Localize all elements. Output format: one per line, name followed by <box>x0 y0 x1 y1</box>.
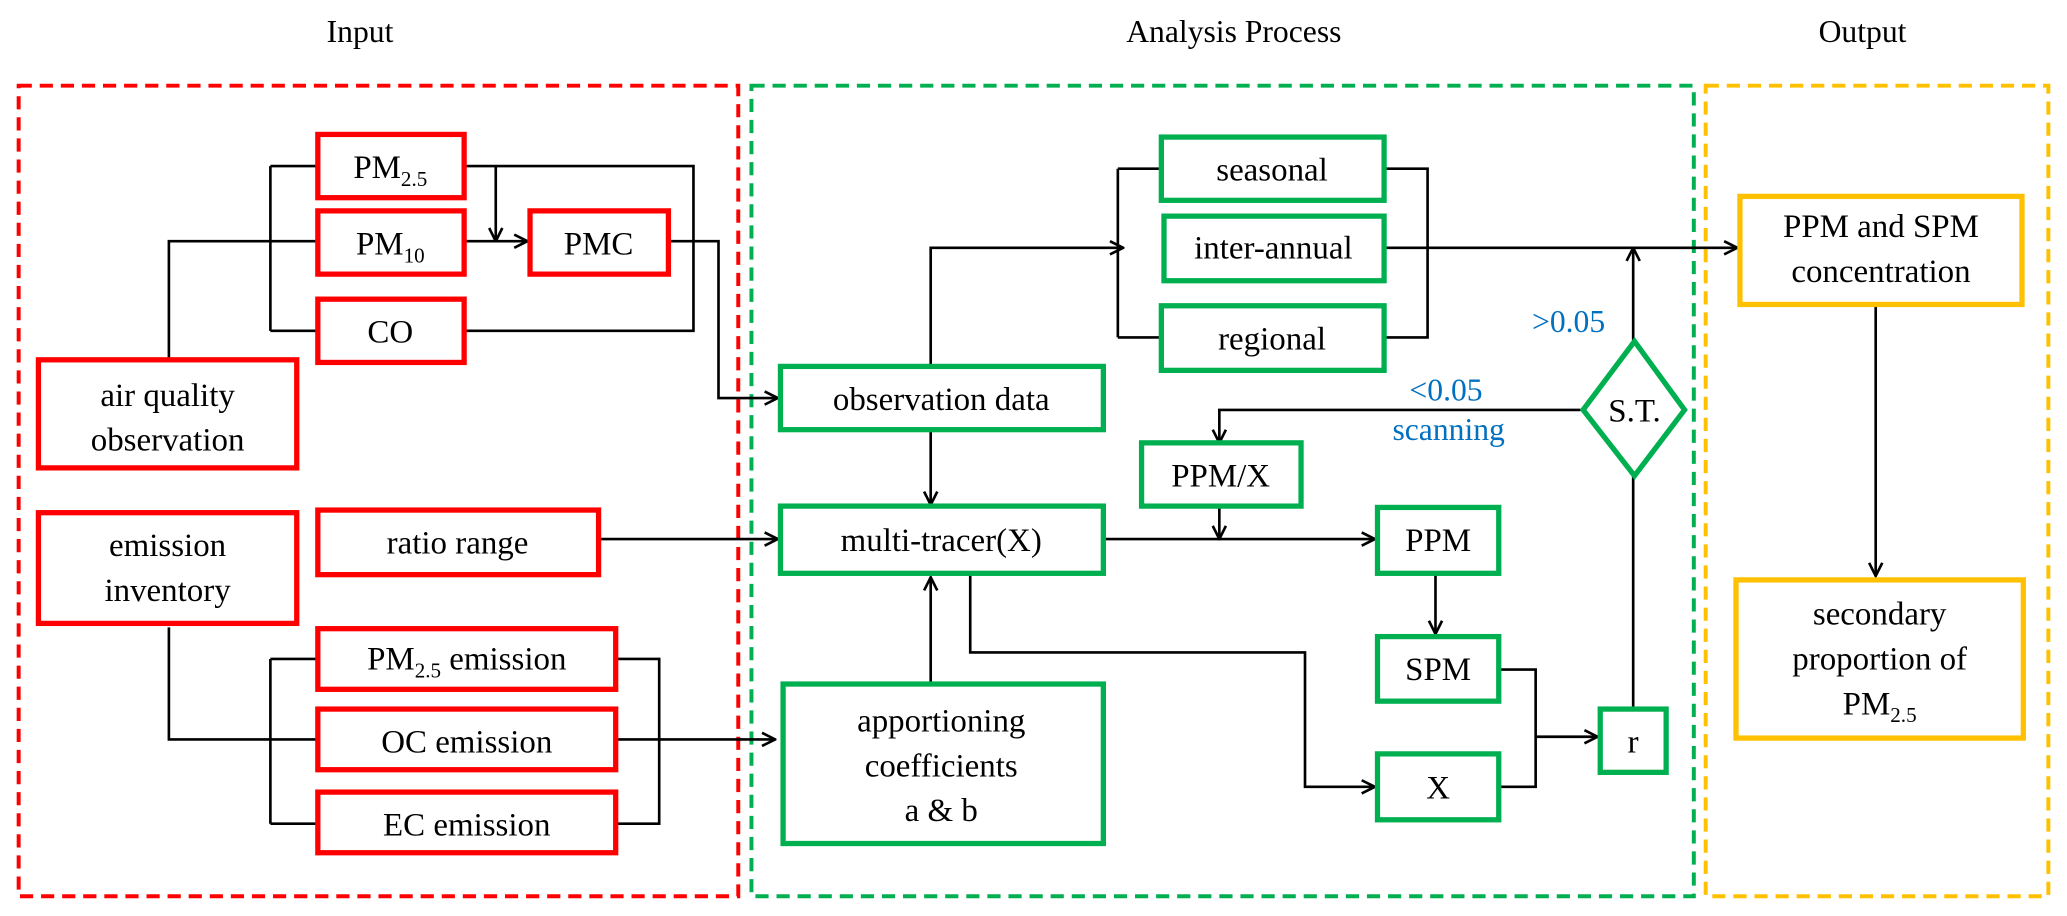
svg-text:PM2.5 emission: PM2.5 emission <box>367 642 566 683</box>
box-oc-emission[interactable]: OC emission <box>315 706 619 773</box>
section-title-input: Input <box>327 14 394 49</box>
analysis-connectors <box>931 167 1738 787</box>
box-ppm-x[interactable]: PPM/X <box>1138 440 1304 509</box>
input-connectors <box>167 164 778 826</box>
svg-text:ratio range: ratio range <box>387 526 529 562</box>
svg-text:PPM: PPM <box>1405 523 1471 559</box>
box-pm25-emission[interactable]: PM2.5 emission <box>315 626 619 692</box>
box-observation-data[interactable]: observation data <box>777 363 1106 433</box>
box-air-quality-observation[interactable]: air quality observation <box>35 357 300 471</box>
svg-text:PM10: PM10 <box>356 226 425 267</box>
box-inter-annual[interactable]: inter-annual <box>1161 213 1387 284</box>
svg-text:PPM/X: PPM/X <box>1171 458 1270 494</box>
box-multi-tracer[interactable]: multi-tracer(X) <box>777 503 1106 576</box>
svg-text:r: r <box>1628 725 1639 761</box>
svg-text:air quality: air quality <box>100 378 235 414</box>
svg-text:observation: observation <box>91 423 245 459</box>
svg-text:S.T.: S.T. <box>1608 394 1660 430</box>
analysis-section-frame <box>749 83 1696 899</box>
svg-text:apportioning: apportioning <box>857 703 1025 739</box>
input-section-frame <box>16 83 741 899</box>
svg-text:X: X <box>1426 771 1450 807</box>
box-pmc[interactable]: PMC <box>527 208 672 277</box>
svg-text:a & b: a & b <box>905 793 978 829</box>
svg-text:PPM and SPM: PPM and SPM <box>1783 209 1979 245</box>
box-apportioning-coefficients[interactable]: apportioning coefficients a & b <box>780 681 1106 847</box>
svg-text:observation data: observation data <box>833 382 1050 418</box>
svg-text:SPM: SPM <box>1405 652 1471 688</box>
decision-st[interactable]: S.T. <box>1579 336 1688 481</box>
box-spm[interactable]: SPM <box>1374 633 1502 704</box>
label-scanning: scanning <box>1392 412 1505 447</box>
label-less-than: <0.05 <box>1409 373 1482 408</box>
output-section-frame <box>1703 83 2051 899</box>
section-title-analysis: Analysis Process <box>1126 14 1341 49</box>
svg-text:PM2.5: PM2.5 <box>353 150 427 191</box>
box-regional[interactable]: regional <box>1158 303 1387 373</box>
svg-text:secondary: secondary <box>1813 597 1947 633</box>
svg-text:PMC: PMC <box>564 226 634 262</box>
svg-text:regional: regional <box>1218 321 1326 357</box>
label-greater-than: >0.05 <box>1532 304 1605 339</box>
box-pm25[interactable]: PM2.5 <box>315 131 467 201</box>
box-pm10[interactable]: PM10 <box>315 208 467 277</box>
box-ppm-spm-concentration[interactable]: PPM and SPM concentration <box>1737 193 2025 308</box>
svg-text:inter-annual: inter-annual <box>1194 230 1352 266</box>
section-title-output: Output <box>1819 14 1907 49</box>
svg-text:seasonal: seasonal <box>1216 153 1328 189</box>
box-secondary-proportion[interactable]: secondary proportion of PM2.5 <box>1733 577 2026 741</box>
svg-text:CO: CO <box>367 315 413 351</box>
svg-text:proportion of: proportion of <box>1792 642 1967 678</box>
svg-text:PM2.5: PM2.5 <box>1843 686 1917 727</box>
box-seasonal[interactable]: seasonal <box>1158 134 1387 203</box>
svg-text:coefficients: coefficients <box>865 748 1018 784</box>
box-emission-inventory[interactable]: emission inventory <box>35 510 300 627</box>
svg-text:EC emission: EC emission <box>383 808 550 844</box>
svg-text:concentration: concentration <box>1791 254 1970 290</box>
box-ratio-range[interactable]: ratio range <box>315 507 602 578</box>
svg-text:inventory: inventory <box>104 573 231 609</box>
box-co[interactable]: CO <box>315 296 467 366</box>
box-x[interactable]: X <box>1374 751 1502 823</box>
svg-text:multi-tracer(X): multi-tracer(X) <box>841 523 1042 559</box>
box-ppm[interactable]: PPM <box>1374 504 1502 576</box>
svg-text:emission: emission <box>109 528 226 564</box>
box-ec-emission[interactable]: EC emission <box>315 789 619 856</box>
svg-text:OC emission: OC emission <box>381 725 552 761</box>
box-r[interactable]: r <box>1597 706 1669 775</box>
